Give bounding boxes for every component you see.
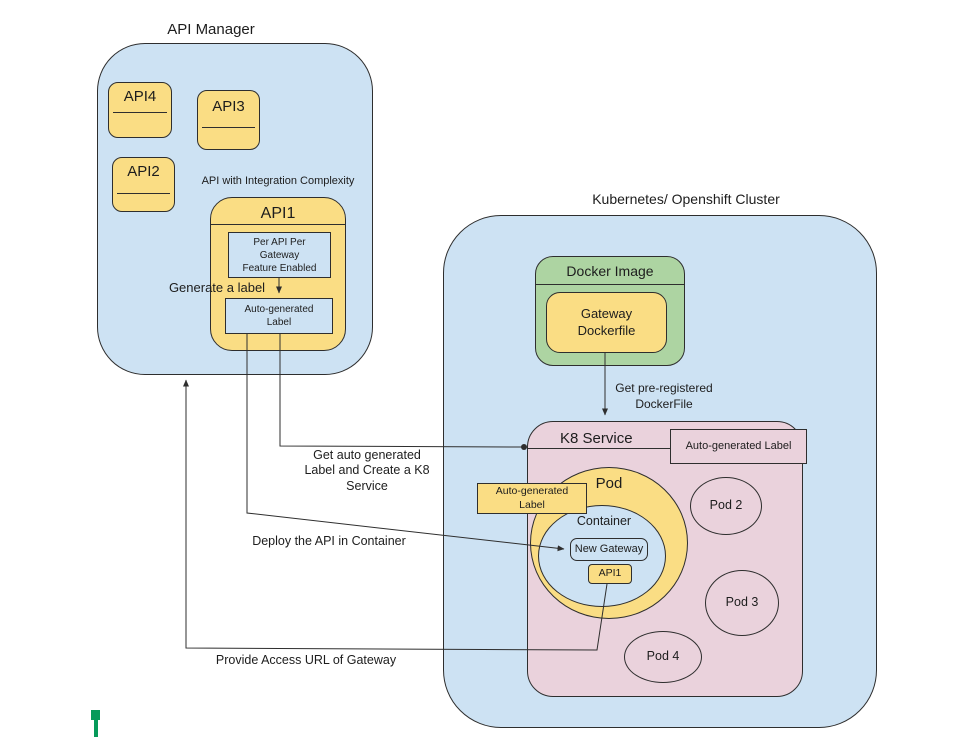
api2-box: API2 bbox=[112, 157, 175, 212]
pod3-ellipse: Pod 3 bbox=[705, 570, 779, 636]
api3-box: API3 bbox=[197, 90, 260, 150]
edge-label-get-preregistered: Get pre-registered DockerFile bbox=[615, 381, 713, 411]
edge-label-get-auto-generated: Get auto generated Label and Create a K8… bbox=[304, 448, 430, 493]
edge-label-deploy-api: Deploy the API in Container bbox=[252, 534, 406, 548]
api1-divider bbox=[211, 224, 345, 225]
auto-generated-label-box-service: Auto-generated Label bbox=[670, 429, 807, 464]
auto-generated-label-box-pod: Auto-generated Label bbox=[477, 483, 587, 514]
container-title: Container bbox=[576, 514, 632, 528]
auto-generated-label-box-api1: Auto-generated Label bbox=[225, 298, 333, 334]
api1-title: API1 bbox=[260, 205, 296, 222]
k8-service-divider bbox=[528, 448, 673, 449]
api4-label: API4 bbox=[123, 88, 157, 105]
api1-deployed-box: API1 bbox=[588, 564, 632, 584]
docker-image-divider bbox=[536, 284, 684, 285]
pod4-ellipse: Pod 4 bbox=[624, 631, 702, 683]
gateway-dockerfile-box: Gateway Dockerfile bbox=[546, 292, 667, 353]
per-api-feature-box: Per API Per Gateway Feature Enabled bbox=[228, 232, 331, 278]
api2-label: API2 bbox=[127, 163, 160, 180]
docker-image-title: Docker Image bbox=[566, 263, 654, 279]
generate-label-text: Generate a label bbox=[168, 280, 266, 295]
api3-divider bbox=[202, 127, 255, 128]
api-manager-title: API Manager bbox=[167, 21, 255, 38]
edge-label-provide-url: Provide Access URL of Gateway bbox=[215, 653, 397, 667]
green-flag-stem-icon bbox=[94, 720, 98, 737]
api2-divider bbox=[117, 193, 170, 194]
pod2-ellipse: Pod 2 bbox=[690, 477, 762, 535]
k8-service-title: K8 Service bbox=[560, 430, 633, 447]
new-gateway-box: New Gateway bbox=[570, 538, 648, 561]
api3-label: API3 bbox=[212, 98, 245, 115]
pod-title: Pod bbox=[595, 475, 623, 492]
cluster-title: Kubernetes/ Openshift Cluster bbox=[592, 191, 780, 207]
green-flag-icon bbox=[91, 710, 100, 720]
api4-box: API4 bbox=[108, 82, 172, 138]
api4-divider bbox=[113, 112, 167, 113]
integration-complexity-note: API with Integration Complexity bbox=[201, 175, 355, 187]
